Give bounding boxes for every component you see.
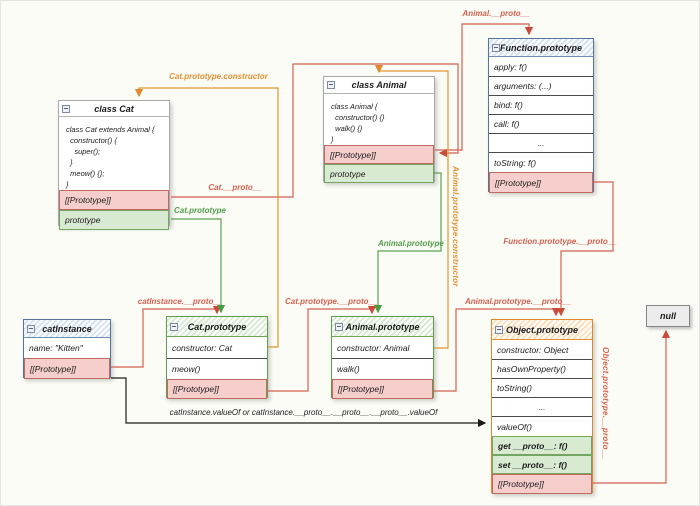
set-proto-row: set __proto__: f() <box>492 455 592 474</box>
collapse-icon[interactable] <box>170 322 178 331</box>
box-function-prototype: Function.prototype apply: f() arguments:… <box>488 38 594 193</box>
cat-instance-proto-row: [[Prototype]] <box>24 358 110 379</box>
table-row: hasOwnProperty() <box>492 359 592 378</box>
label-cat-prototype-constructor: Cat.prototype.constructor <box>169 72 268 81</box>
box-object-prototype-header: Object.prototype <box>492 320 592 340</box>
label-object-prototype-proto: Object.prototype.__proto__ <box>601 347 610 460</box>
box-class-animal: class Animal class Animal { constructor(… <box>323 76 435 183</box>
box-cat-instance-title: catInstance <box>42 323 92 334</box>
table-row: ... <box>492 397 592 416</box>
table-row: constructor: Cat <box>167 337 267 358</box>
animal-prototype-proto-row: [[Prototype]] <box>332 379 433 399</box>
function-proto-row: [[Prototype]] <box>489 172 593 193</box>
box-animal-prototype-title: Animal.prototype <box>345 321 420 332</box>
label-cat-proto: Cat.__proto__ <box>208 183 262 192</box>
class-animal-proto-row: [[Prototype]] <box>324 145 434 164</box>
table-row: ... <box>489 133 593 152</box>
table-row: meow() <box>167 358 267 379</box>
class-cat-prototype-row: prototype <box>59 210 169 230</box>
class-cat-proto-row: [[Prototype]] <box>59 190 169 210</box>
table-row: constructor: Animal <box>332 337 433 358</box>
object-prototype-proto-row: [[Prototype]] <box>492 474 592 494</box>
box-class-cat-title: class Cat <box>94 103 134 114</box>
box-cat-prototype-header: Cat.prototype <box>167 317 267 337</box>
table-row: toString() <box>492 378 592 397</box>
box-object-prototype-title: Object.prototype <box>505 324 578 335</box>
class-cat-code: class Cat extends Animal { constructor()… <box>66 125 155 189</box>
table-row: constructor: Object <box>492 340 592 359</box>
box-class-animal-title: class Animal <box>351 80 407 90</box>
table-row: apply: f() <box>489 57 593 76</box>
label-animal-prototype-link: Animal.prototype <box>378 239 444 248</box>
box-class-cat-header: class Cat <box>59 101 169 117</box>
collapse-icon[interactable] <box>27 324 35 333</box>
box-function-prototype-title: Function.prototype <box>500 42 582 53</box>
box-cat-prototype-title: Cat.prototype <box>187 321 247 332</box>
box-animal-prototype: Animal.prototype constructor: Animal wal… <box>331 316 434 399</box>
label-cat-prototype-link: Cat.prototype <box>174 206 226 215</box>
label-function-prototype-proto: Function.prototype.__proto__ <box>503 237 617 246</box>
box-class-cat: class Cat class Cat extends Animal { con… <box>58 100 170 230</box>
box-cat-instance-header: catInstance <box>24 320 110 338</box>
label-valueof-path: catInstance.valueOf or catInstance.__pro… <box>169 408 438 417</box>
table-row: toString: f() <box>489 152 593 172</box>
box-class-animal-header: class Animal <box>324 77 434 94</box>
label-cat-instance-proto: catInstance.__proto__ <box>137 297 223 306</box>
collapse-icon[interactable] <box>495 325 503 334</box>
collapse-icon[interactable] <box>492 43 500 52</box>
table-row: arguments: (...) <box>489 76 593 95</box>
box-object-prototype: Object.prototype constructor: Object has… <box>491 319 593 494</box>
box-cat-instance: catInstance name: "Kitten" [[Prototype]] <box>23 319 111 379</box>
table-row: valueOf() <box>492 416 592 436</box>
label-cat-prototype-proto: Cat.prototype.__proto__ <box>285 297 378 306</box>
class-animal-code: class Animal { constructor() {} walk() {… <box>331 102 385 144</box>
get-proto-row: get __proto__: f() <box>492 436 592 455</box>
table-row: bind: f() <box>489 95 593 114</box>
collapse-icon[interactable] <box>62 104 70 113</box>
collapse-icon[interactable] <box>327 81 335 89</box>
wire-function-prototype-proto <box>556 181 614 317</box>
table-row: call: f() <box>489 114 593 133</box>
cat-prototype-proto-row: [[Prototype]] <box>167 379 267 399</box>
box-function-prototype-header: Function.prototype <box>489 39 593 57</box>
class-animal-prototype-row: prototype <box>324 164 434 183</box>
box-animal-prototype-header: Animal.prototype <box>332 317 433 337</box>
collapse-icon[interactable] <box>335 322 343 331</box>
table-row: name: "Kitten" <box>24 338 110 358</box>
box-null: null <box>646 305 690 327</box>
box-cat-prototype: Cat.prototype constructor: Cat meow() [[… <box>166 316 268 399</box>
label-animal-prototype-constructor: Animal.prototype.constructor <box>451 166 460 287</box>
table-row: walk() <box>332 358 433 379</box>
label-animal-proto: Animal.__proto__ <box>462 9 530 18</box>
label-animal-prototype-proto: Animal.prototype.__proto__ <box>465 297 572 306</box>
